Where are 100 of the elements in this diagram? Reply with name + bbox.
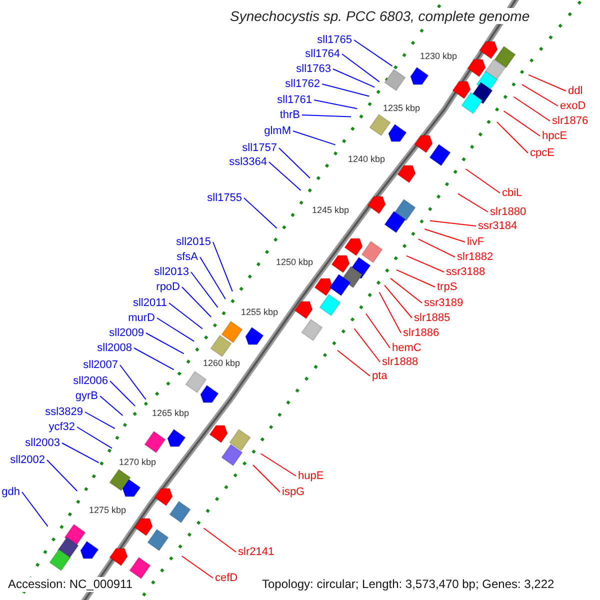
leader-line xyxy=(390,278,422,304)
gene-label: sll1755 xyxy=(207,191,242,205)
leader-line xyxy=(384,284,412,318)
gene-label: sll1764 xyxy=(305,47,340,61)
gene-label: livF xyxy=(467,235,484,249)
gene-label: sll2011 xyxy=(132,296,167,310)
leader-line xyxy=(84,412,116,430)
gene-label: ssr3188 xyxy=(446,265,486,279)
gene-label: cpcE xyxy=(530,146,554,160)
leader-line xyxy=(156,318,195,342)
gene-label: hupE xyxy=(298,469,324,483)
leader-line xyxy=(332,68,376,88)
gene-label: sll2008 xyxy=(97,341,132,355)
leader-line xyxy=(406,255,444,272)
gene-label: sll1762 xyxy=(285,77,320,91)
leader-line xyxy=(252,464,280,492)
tick-label: 1265 kbp xyxy=(152,408,190,418)
leader-line xyxy=(354,328,380,362)
gene-label: sfsA xyxy=(176,250,198,264)
tick-label: 1245 kbp xyxy=(312,205,350,215)
leader-line xyxy=(100,396,124,416)
gene-label: ispG xyxy=(282,485,305,499)
leader-line xyxy=(396,269,436,288)
gene-label: sll2003 xyxy=(25,436,60,450)
tick-label: 1255 kbp xyxy=(241,307,278,317)
leader-line xyxy=(513,96,550,122)
gene-label: slr2141 xyxy=(238,545,274,559)
leader-line xyxy=(76,426,113,449)
leader-line xyxy=(292,130,336,146)
leader-line xyxy=(424,228,466,242)
leader-line xyxy=(46,460,78,492)
tick-label: 1270 kbp xyxy=(119,457,156,467)
tick-label: 1250 kbp xyxy=(276,257,314,267)
gene-label: murD xyxy=(128,311,155,325)
leader-line xyxy=(337,350,370,376)
leader-line xyxy=(465,168,500,194)
gene-label: hemC xyxy=(392,341,422,355)
gene-label: gyrB xyxy=(75,389,98,403)
gene-label: slr1876 xyxy=(552,114,588,128)
gene-label: pta xyxy=(372,369,388,383)
leader-line xyxy=(182,286,212,318)
gene-label: slr1880 xyxy=(490,205,526,219)
leader-line xyxy=(429,220,476,226)
tick-label: 1260 kbp xyxy=(203,358,240,368)
leader-line xyxy=(190,272,218,308)
gene-label: glmM xyxy=(264,124,291,138)
gene-label: slr1886 xyxy=(403,326,440,340)
leader-line xyxy=(366,313,390,348)
gene-label: sll2015 xyxy=(176,235,211,249)
gene-label: sll1761 xyxy=(277,93,312,107)
gene-label: hpcE xyxy=(542,129,568,143)
gene-label: cbiL xyxy=(502,186,522,200)
leader-line xyxy=(354,40,393,67)
leader-line xyxy=(212,242,233,292)
accession-text: Accession: NC_000911 xyxy=(8,577,133,592)
leader-line xyxy=(522,84,558,106)
gene-label: trpS xyxy=(437,280,458,294)
gene-label: cefD xyxy=(215,571,238,585)
gene-label: ssl3364 xyxy=(229,155,267,169)
leader-line xyxy=(342,54,380,82)
leader-line xyxy=(203,528,236,552)
gene-label: ssr3189 xyxy=(424,296,464,310)
leader-line xyxy=(260,453,296,476)
gene-label: ssl3829 xyxy=(45,405,83,419)
tick-label: 1230 kbp xyxy=(420,51,458,61)
gene-label: gdh xyxy=(2,485,20,499)
gene-label: sll1765 xyxy=(317,33,352,47)
gene-label: ssr3184 xyxy=(478,219,518,233)
topology-text: Topology: circular; Length: 3,573,470 bp; Genes: 3,222 xyxy=(262,577,554,592)
gene-label: ddl xyxy=(568,84,583,98)
gene-label: sll1757 xyxy=(242,141,277,155)
leader-line xyxy=(200,256,226,300)
gene-label: sll2007 xyxy=(83,358,118,372)
gene-label: sll1763 xyxy=(296,62,331,76)
leader-line xyxy=(168,302,203,330)
leader-line xyxy=(146,332,184,354)
gene-label: slr1885 xyxy=(414,311,450,325)
tick-label: 1240 kbp xyxy=(348,154,386,164)
leader-line xyxy=(110,380,136,407)
leader-line xyxy=(120,364,146,400)
leader-line xyxy=(503,110,540,136)
gene-label: thrB xyxy=(280,108,300,122)
gene-label: sll2013 xyxy=(154,265,189,279)
leader-line xyxy=(457,193,488,212)
leader-line xyxy=(314,100,358,110)
gene-label: sll2009 xyxy=(109,326,144,340)
leader-line xyxy=(378,292,402,334)
gene-label: slr1888 xyxy=(382,355,418,369)
gene-label: slr1882 xyxy=(457,250,494,264)
leader-line xyxy=(134,348,174,370)
leader-line xyxy=(322,84,370,97)
leader-line xyxy=(496,121,528,154)
gene-label: sll2002 xyxy=(10,453,45,467)
leader-line xyxy=(302,114,352,118)
map-title: Synechocystis sp. PCC 6803, complete genome xyxy=(230,8,530,24)
leader-line xyxy=(418,238,456,258)
gene-label: ycf32 xyxy=(48,420,75,434)
tick-label: 1275 kbp xyxy=(89,505,126,515)
leader-line xyxy=(181,556,214,578)
gene-label: sll2006 xyxy=(73,374,108,388)
